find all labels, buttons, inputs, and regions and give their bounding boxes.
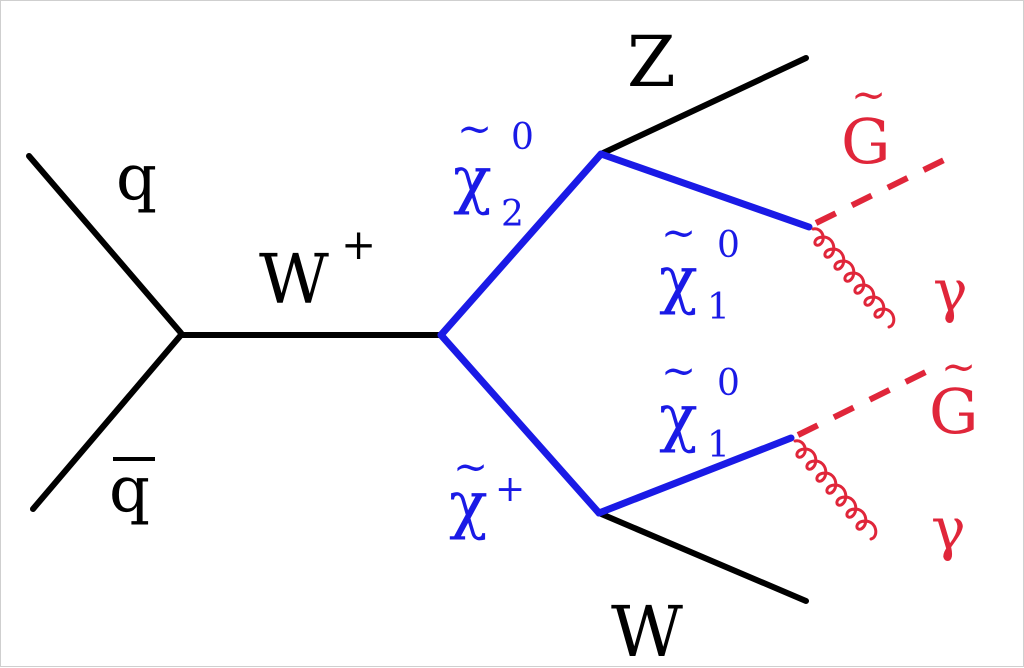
photon-top-label: γ [933,257,968,325]
chi2-tilde: ~ [457,104,492,153]
chargino-tilde: ~ [453,442,488,491]
w-plus-charge: + [341,220,376,269]
chargino-superscript: + [495,469,525,510]
chi1-top-superscript: 0 [717,225,740,266]
gravitino-top-label: G [841,105,891,178]
gravitino-top-line [814,156,948,226]
gravitino-bottom-tilde: ~ [941,342,976,391]
photon-top-line [811,227,896,329]
antiquark-line [30,332,184,512]
chi1-top-tilde: ~ [661,208,696,257]
w-plus-label: W [259,241,329,320]
neutralino1-top-line [597,150,813,231]
chi2-symbol: χ [453,143,492,217]
gravitino-top-tilde: ~ [851,70,886,119]
chi2-superscript: 0 [511,117,534,158]
w-boson-label: W [611,591,683,668]
chi1-top-symbol: χ [659,243,698,317]
chi1-bottom-superscript: 0 [717,363,740,404]
w-boson-line [596,510,809,604]
photon-bottom-label: γ [931,495,966,563]
chi1-top-subscript: 1 [707,287,730,328]
chi1-bottom-tilde: ~ [661,346,696,395]
chi1-bottom-subscript: 1 [707,425,730,466]
quark-line [26,153,184,336]
chargino-symbol: χ [449,468,488,542]
antiquark-label: q [109,453,150,527]
z-boson-label: Z [627,21,676,103]
neutralino2-propagator [437,150,605,339]
chargino-propagator [437,331,603,517]
quark-label: q [116,141,157,215]
photon-bottom-line [793,439,878,541]
chi1-bottom-symbol: χ [659,381,698,455]
gravitino-bottom-label: G [929,375,979,448]
neutralino1-bottom-line [595,434,795,517]
chi2-subscript: 2 [501,194,524,235]
gravitino-bottom-line [796,364,938,438]
z-boson-line [598,55,809,157]
